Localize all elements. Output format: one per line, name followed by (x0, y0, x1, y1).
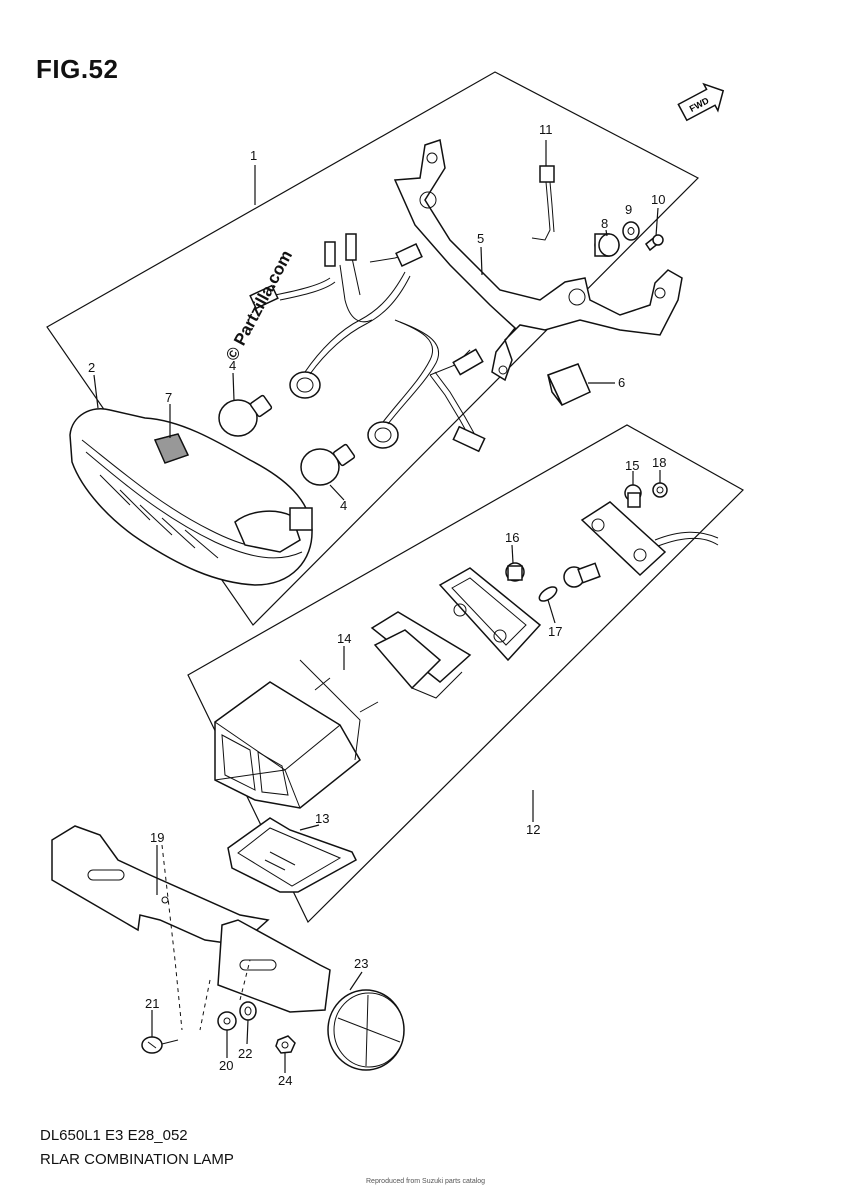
nut-18 (652, 482, 668, 498)
wiring-harness (274, 249, 476, 439)
connector-top (324, 233, 423, 267)
nut-24 (275, 1035, 296, 1054)
bracket-19 (51, 825, 331, 1013)
callout-5: 5 (477, 231, 484, 246)
callout-23: 23 (354, 956, 368, 971)
callout-10: 10 (651, 192, 665, 207)
callout-15: 15 (625, 458, 639, 473)
callout-labels: 1 2 4 4 5 6 7 8 9 10 11 12 13 14 15 16 1… (88, 122, 666, 1088)
washer-20 (217, 1011, 237, 1031)
bulb-socket-upper (289, 371, 321, 399)
clamp-11 (531, 165, 555, 241)
connector-left (249, 284, 279, 310)
bulb-lower (300, 443, 356, 486)
callout-14: 14 (337, 631, 351, 646)
bulb-17 (538, 562, 601, 602)
callout-16: 16 (505, 530, 519, 545)
callout-11: 11 (539, 122, 553, 137)
grommet-8 (594, 233, 620, 257)
assembly-guide-lines (161, 844, 251, 1031)
diagram-code: DL650L1 E3 E28_052 (40, 1127, 188, 1144)
gasket (438, 567, 542, 662)
grommet-16 (505, 562, 525, 582)
callout-24: 24 (278, 1073, 292, 1088)
callout-4b: 4 (340, 498, 347, 513)
figure-title: FIG.52 (36, 54, 119, 84)
callout-13: 13 (315, 811, 329, 826)
fwd-arrow-icon: FWD (677, 82, 725, 122)
footer-fine-print: Reproduced from Suzuki parts catalog (366, 1178, 486, 1185)
rubber-block-6 (546, 363, 591, 406)
leader-lines (93, 140, 661, 1073)
reflector-13 (227, 817, 357, 893)
callout-9: 9 (625, 202, 632, 217)
license-lamp-lens (370, 611, 472, 699)
callout-21: 21 (145, 996, 159, 1011)
washer-9 (622, 221, 640, 241)
tail-lamp-housing (69, 408, 313, 586)
callout-8: 8 (601, 216, 608, 231)
diagram-caption: RLAR COMBINATION LAMP (40, 1151, 234, 1168)
callout-12: 12 (526, 822, 540, 837)
bulb-upper (218, 394, 273, 437)
callout-22: 22 (238, 1046, 252, 1061)
round-reflector-23 (327, 989, 405, 1071)
socket-plate (580, 501, 719, 577)
callout-1: 1 (250, 148, 257, 163)
callout-2: 2 (88, 360, 95, 375)
nut-22 (239, 1001, 257, 1021)
lamp-bracket-5 (393, 139, 683, 382)
callout-19: 19 (150, 830, 164, 845)
callout-6: 6 (618, 375, 625, 390)
callout-7: 7 (165, 390, 172, 405)
bulb-socket-lower (367, 421, 399, 449)
screw-21 (141, 1036, 179, 1054)
callout-20: 20 (219, 1058, 233, 1073)
callout-18: 18 (652, 455, 666, 470)
connector-right-lower (452, 425, 486, 453)
grommet-15 (624, 484, 642, 508)
callout-4a: 4 (229, 358, 236, 373)
connector-right-upper (452, 348, 484, 376)
screw-10 (644, 234, 664, 252)
license-lamp-housing-14 (214, 659, 379, 809)
callout-17: 17 (548, 624, 562, 639)
